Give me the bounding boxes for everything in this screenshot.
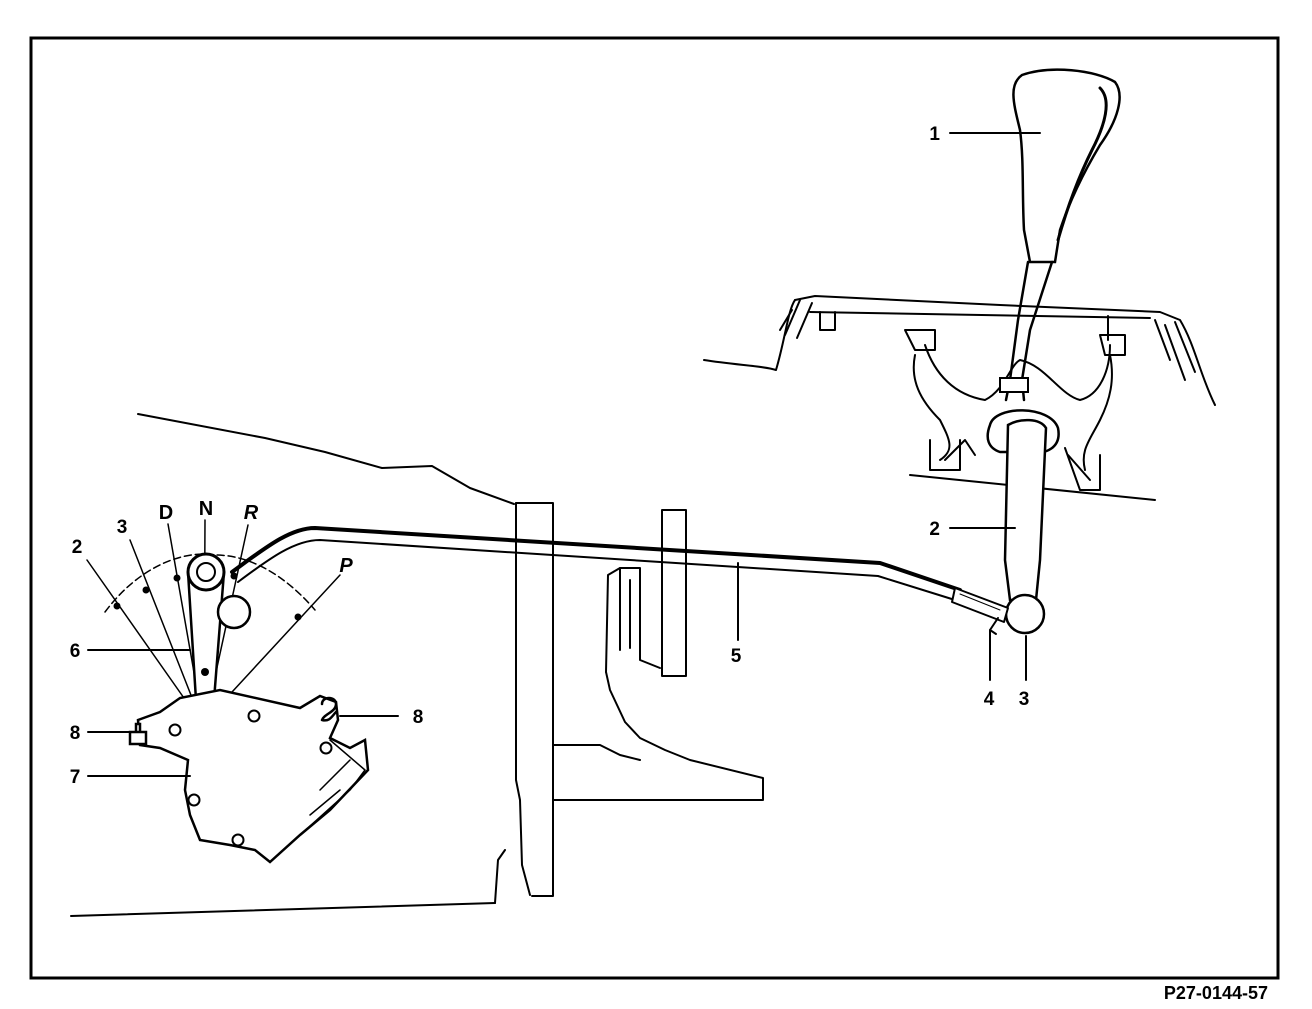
gate-label-P: P bbox=[339, 555, 353, 577]
mounting-bolt-left bbox=[128, 722, 148, 746]
figure-frame bbox=[29, 36, 1280, 980]
position-line-3 bbox=[129, 539, 201, 719]
gate-label-D: D bbox=[159, 502, 173, 524]
callout-2-right: 2 bbox=[929, 519, 940, 540]
range-selector-assembly bbox=[86, 519, 341, 734]
center-console bbox=[703, 295, 1216, 501]
range-lever-eye bbox=[216, 594, 252, 630]
callout-6: 6 bbox=[70, 641, 81, 662]
lever-lower bbox=[1003, 418, 1048, 602]
callout-3-left: 3 bbox=[117, 517, 128, 538]
gate-label-R: R bbox=[244, 502, 259, 524]
shift-rod bbox=[230, 526, 1009, 635]
floor-pan-outline bbox=[70, 413, 515, 917]
marker-D bbox=[173, 574, 181, 582]
callout-2-left: 2 bbox=[72, 537, 83, 558]
callout-1: 1 bbox=[929, 124, 940, 145]
selector-lever bbox=[986, 68, 1121, 635]
shift-knob bbox=[1012, 68, 1121, 264]
lever-collar bbox=[999, 377, 1029, 393]
selector-plate bbox=[128, 688, 370, 864]
callout-5: 5 bbox=[731, 646, 742, 667]
callout-8-right: 8 bbox=[413, 707, 424, 728]
lever-ball-joint bbox=[1004, 593, 1046, 635]
marker-3 bbox=[142, 586, 150, 594]
knob-shading bbox=[1056, 86, 1108, 242]
marker-2 bbox=[113, 602, 121, 610]
marker-R bbox=[230, 572, 238, 580]
leader-lines bbox=[87, 132, 1041, 777]
position-line-2 bbox=[86, 559, 199, 719]
transmission-housing bbox=[494, 502, 764, 904]
gate-arc bbox=[104, 553, 316, 613]
figure-id: P27-0144-57 bbox=[1164, 983, 1268, 1003]
callout-4: 4 bbox=[984, 689, 995, 710]
callout-7: 7 bbox=[70, 767, 81, 788]
range-lever-hub bbox=[186, 552, 226, 592]
rod-end-fitting bbox=[951, 587, 1009, 623]
marker-P bbox=[294, 613, 302, 621]
callout-labels: 1 2 3 4 5 6 7 8 8 2 3 bbox=[70, 124, 1030, 788]
clip-4 bbox=[989, 617, 999, 635]
callout-3-right: 3 bbox=[1019, 689, 1030, 710]
gate-label-N: N bbox=[199, 498, 213, 520]
gate-labels: D N R P bbox=[159, 498, 354, 577]
callout-8-left: 8 bbox=[70, 723, 81, 744]
mounting-bolt-right bbox=[320, 696, 338, 722]
